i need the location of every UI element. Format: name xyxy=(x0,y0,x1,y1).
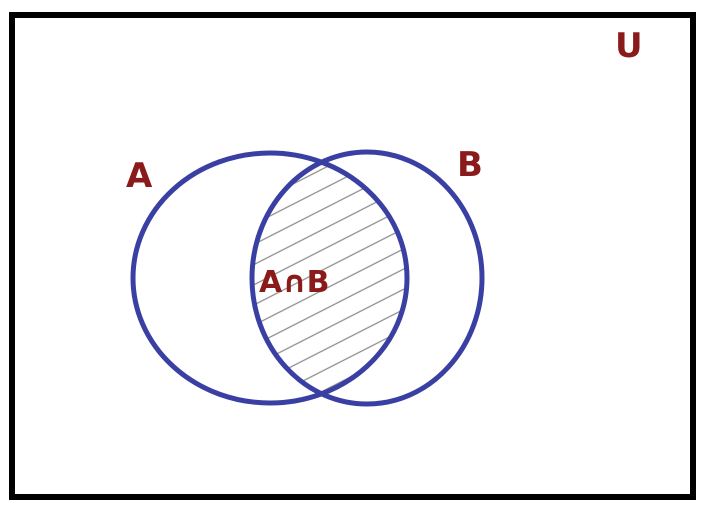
set-a-label: A xyxy=(126,156,153,196)
intersection-label: A∩B xyxy=(259,265,329,300)
set-b-circle xyxy=(249,149,485,407)
intersection-region xyxy=(252,153,407,403)
universe-label: U xyxy=(615,26,643,66)
set-a-circle xyxy=(130,150,410,406)
set-b-label: B xyxy=(457,145,483,185)
universe-rectangle xyxy=(9,12,696,500)
